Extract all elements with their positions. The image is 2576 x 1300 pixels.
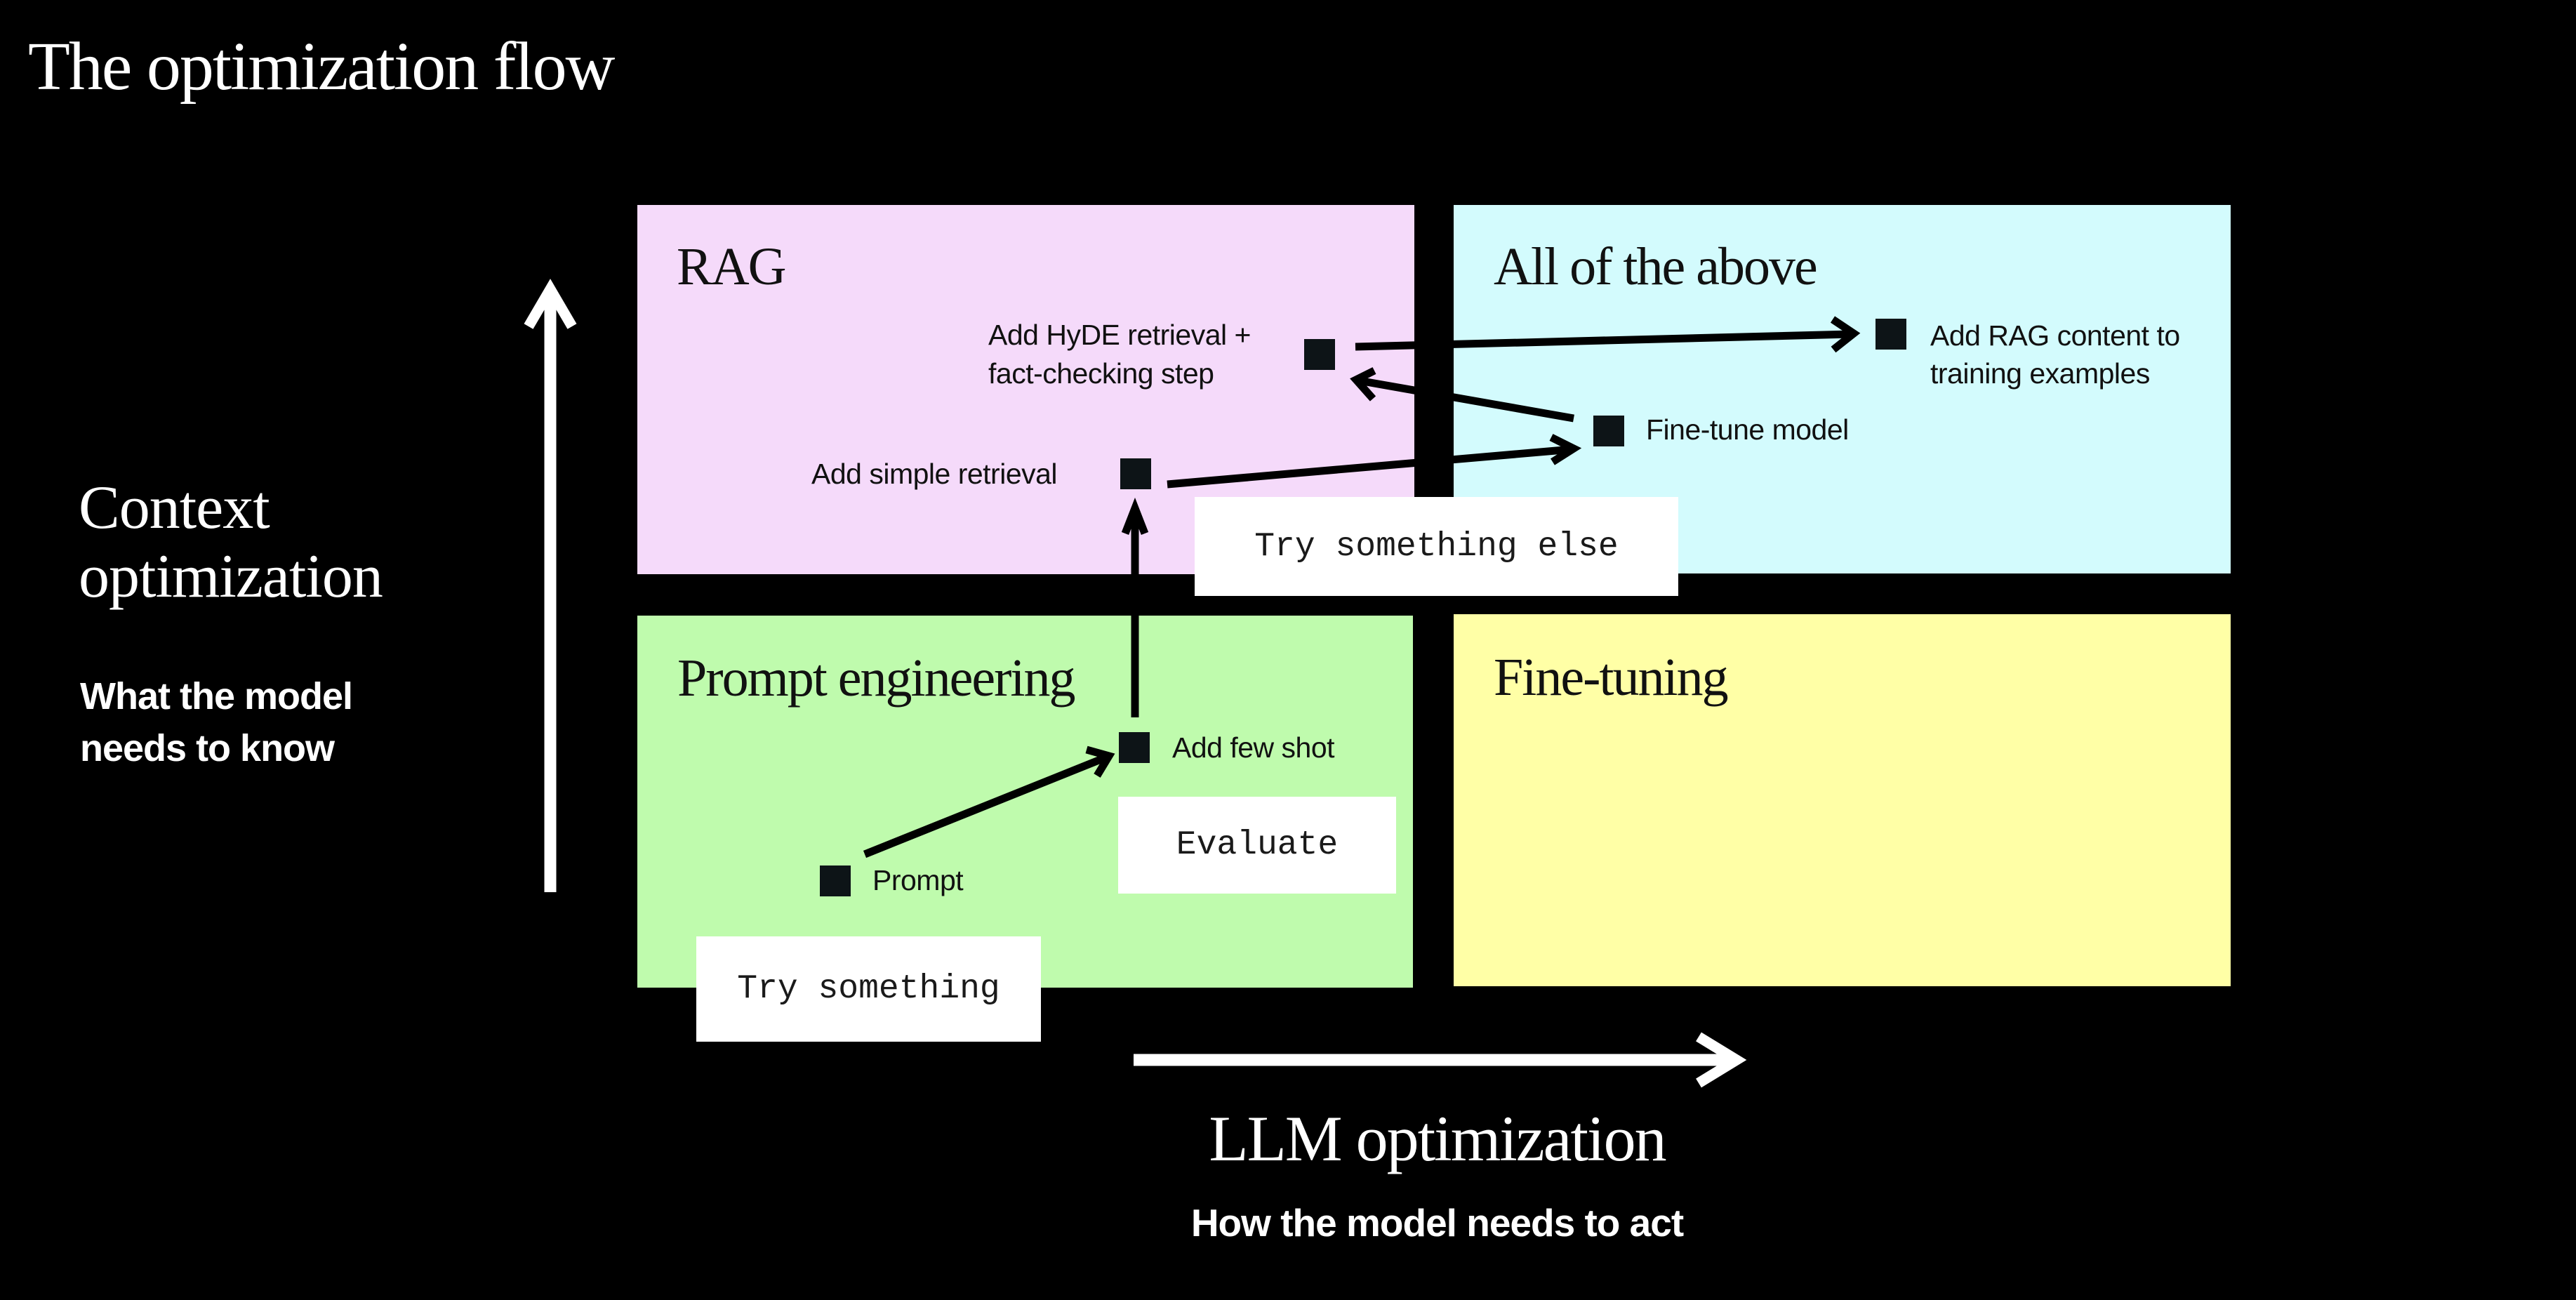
quadrant-fine-tuning: Fine-tuning	[1454, 614, 2231, 986]
quadrant-label-fine-tuning: Fine-tuning	[1494, 648, 1729, 707]
node-simple-retrieval-label: Add simple retrieval	[811, 458, 1058, 490]
quadrant-label-all-of-the-above: All of the above	[1494, 237, 1818, 296]
vertical-axis-heading-line1: Context	[79, 474, 270, 542]
node-few-shot-marker	[1119, 732, 1150, 763]
quadrant-label-rag: RAG	[677, 237, 786, 296]
quadrant-label-prompt-engineering: Prompt engineering	[677, 649, 1076, 708]
node-hyde-marker	[1304, 339, 1335, 370]
node-rag-content-label-line1: Add RAG content to	[1930, 319, 2180, 352]
node-fine-tune-marker	[1593, 416, 1624, 446]
vertical-axis-subtitle-line2: needs to know	[80, 727, 335, 769]
arrow-up-icon	[524, 279, 577, 329]
node-hyde-label-line2: fact-checking step	[988, 357, 1214, 390]
vertical-axis-heading-line2: optimization	[79, 543, 383, 611]
node-simple-retrieval-marker	[1120, 458, 1151, 489]
arrow-right-icon	[1696, 1032, 1747, 1088]
action-evaluate: Evaluate	[1118, 797, 1396, 894]
node-few-shot-label: Add few shot	[1172, 731, 1335, 764]
node-fine-tune-label: Fine-tune model	[1646, 413, 1849, 446]
page-title: The optimization flow	[28, 29, 615, 105]
action-try-something-else: Try something else	[1195, 497, 1678, 596]
node-hyde-label-line1: Add HyDE retrieval +	[988, 319, 1251, 351]
node-rag-content-label-line2: training examples	[1930, 357, 2150, 390]
horizontal-axis-subtitle: How the model needs to act	[1190, 1201, 1684, 1245]
vertical-axis-subtitle: What the model needs to know	[80, 670, 353, 774]
quadrant-rag: RAG	[637, 205, 1414, 574]
node-rag-content-marker	[1875, 319, 1906, 350]
vertical-axis-heading: Context optimization	[79, 474, 383, 611]
node-prompt-marker	[820, 865, 851, 896]
horizontal-axis-heading: LLM optimization	[1209, 1103, 1666, 1174]
action-try-something: Try something	[696, 936, 1041, 1042]
vertical-axis-subtitle-line1: What the model	[80, 675, 353, 717]
node-prompt-label: Prompt	[872, 864, 964, 896]
